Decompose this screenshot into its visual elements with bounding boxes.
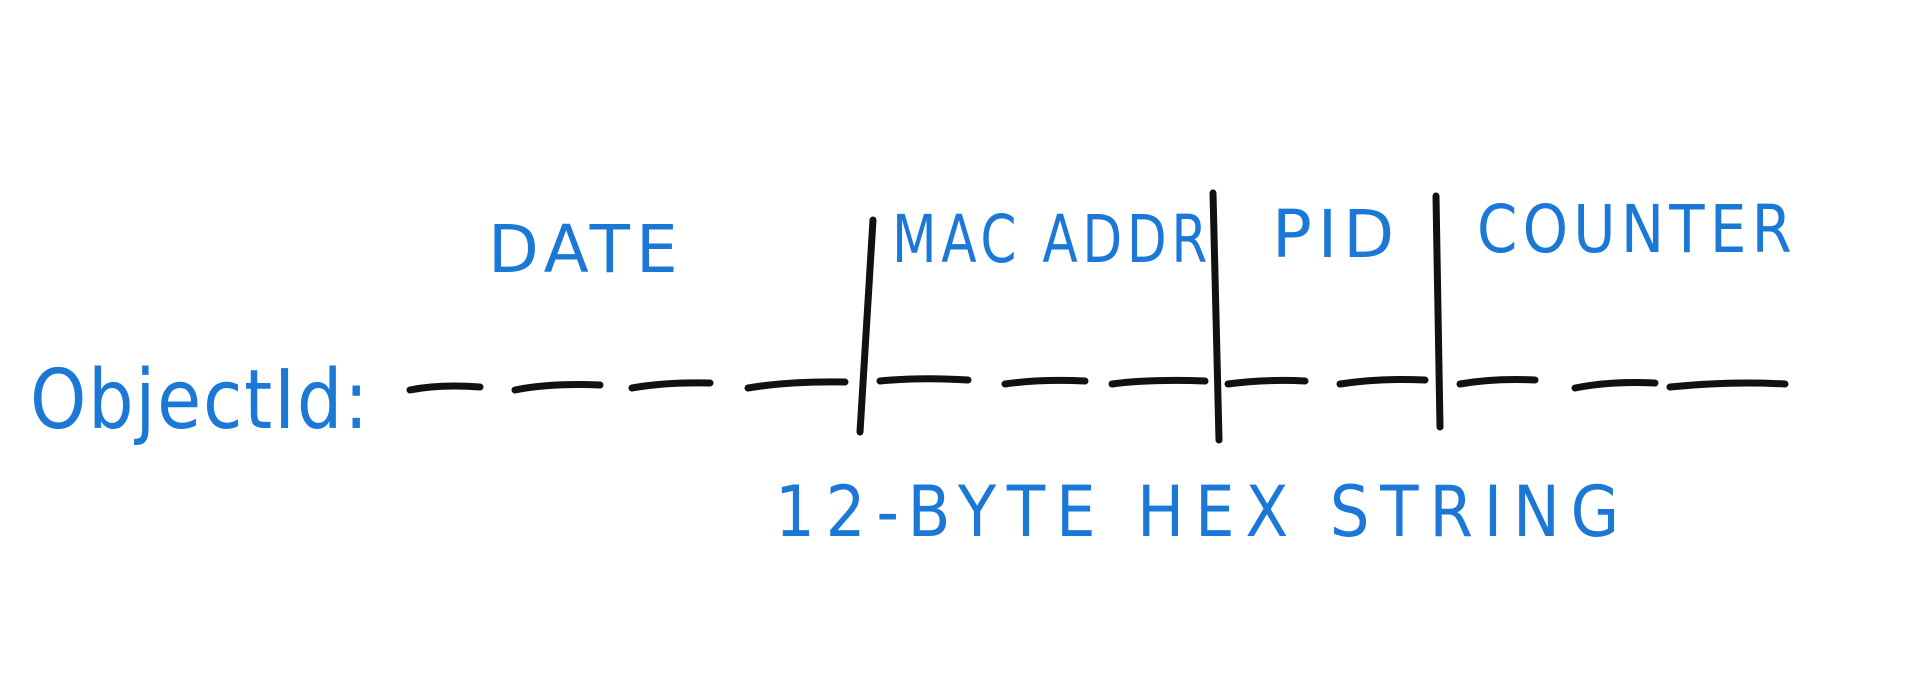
objectid-label: ObjectId:	[30, 353, 370, 448]
separator-mac-pid	[1209, 189, 1223, 444]
byte-slot	[744, 378, 849, 392]
byte-slot	[876, 375, 972, 385]
segment-label-counter: COUNTER	[1477, 191, 1797, 268]
byte-slot	[1666, 379, 1789, 391]
byte-slot	[1336, 376, 1429, 388]
segment-label-mac-addr: MAC ADDR	[892, 201, 1212, 278]
byte-slot-dashes	[406, 375, 1789, 394]
separator-pid-counter	[1432, 192, 1444, 431]
byte-slot	[628, 379, 714, 392]
segment-label-pid: PID	[1272, 196, 1400, 273]
byte-slot	[511, 381, 604, 394]
byte-slot	[1108, 376, 1209, 388]
byte-slot	[406, 382, 484, 394]
caption-hex-string: 12-BYTE HEX STRING	[775, 471, 1630, 553]
separator-date-mac	[856, 216, 877, 436]
byte-slot	[1456, 376, 1539, 388]
byte-slot	[1224, 376, 1309, 388]
segment-label-date: DATE	[488, 211, 684, 288]
byte-slot	[1571, 379, 1659, 392]
byte-slot	[1001, 376, 1089, 388]
